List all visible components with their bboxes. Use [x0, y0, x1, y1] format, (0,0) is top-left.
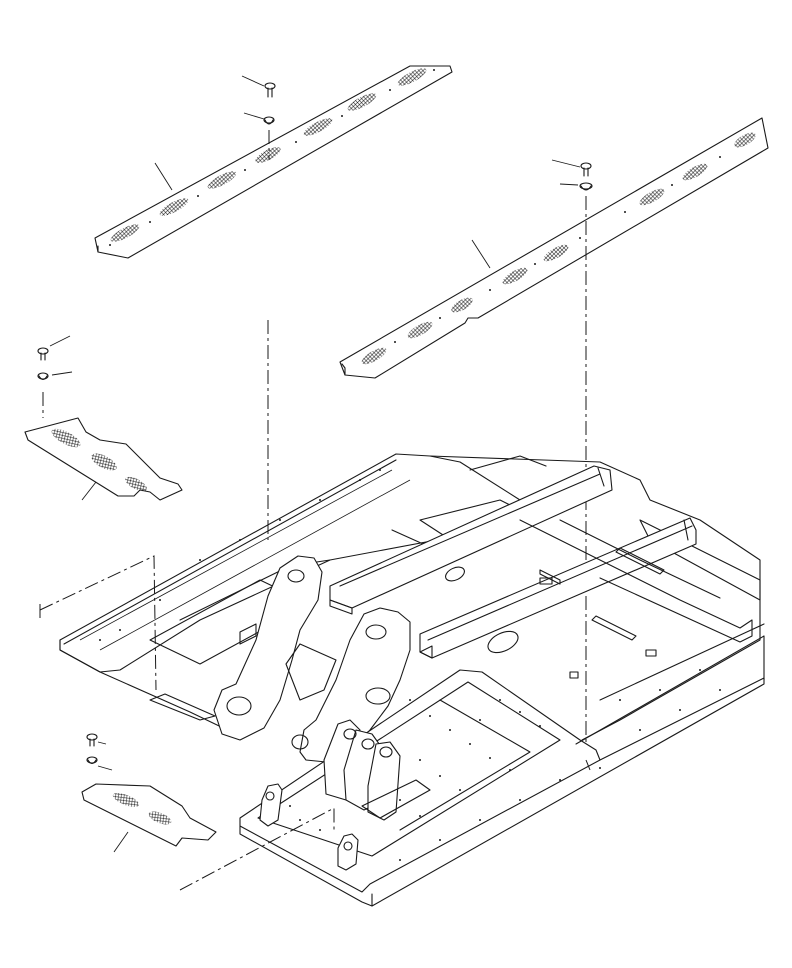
left-small-cover-plate [24, 417, 183, 501]
upper-right-cover-plate [339, 117, 769, 379]
washer-icon [263, 116, 275, 125]
leader-line [49, 335, 71, 347]
lower-small-cover-plate [81, 783, 217, 847]
washer-icon [86, 756, 98, 765]
leader-line [241, 75, 265, 87]
leader-line [243, 112, 265, 120]
leader-line [51, 371, 73, 376]
leader-line [97, 765, 113, 771]
leader-line [559, 183, 579, 186]
leader-line [154, 162, 173, 191]
washer-icon [37, 372, 49, 381]
bolt-icon [86, 733, 98, 747]
bolt-icon [580, 162, 592, 177]
bolt-icon [264, 82, 276, 98]
bolt-icon [37, 347, 49, 361]
leader-line [471, 239, 491, 269]
washer-icon [579, 182, 593, 191]
leader-line [81, 481, 97, 501]
main-frame-assembly [59, 453, 765, 907]
assembly-centerline [179, 807, 335, 891]
assembly-centerline [585, 759, 591, 771]
leader-line [551, 159, 581, 168]
upper-left-cover-plate [94, 65, 453, 259]
leader-line [113, 831, 129, 853]
leader-line [97, 741, 107, 745]
assembly-centerline [39, 555, 157, 691]
